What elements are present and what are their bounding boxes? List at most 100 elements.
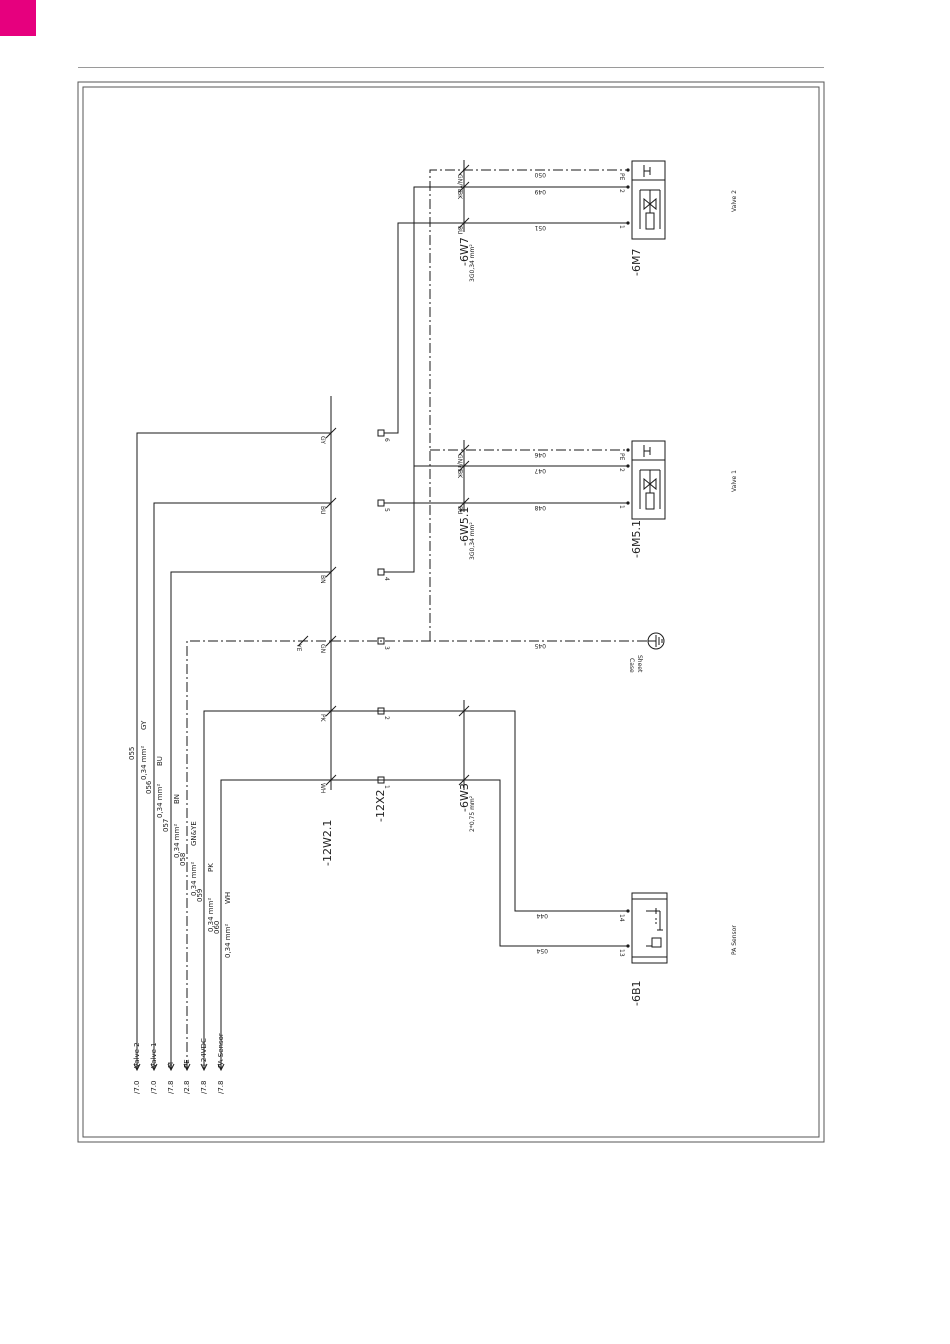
x12-pin-4: 4 [383, 577, 390, 581]
wire-cs-055: 0,34 mm² [140, 746, 148, 780]
signal-name-pa-sensor: PA Sensor [217, 1033, 225, 1068]
signal-ref-valve1: /7.0 [150, 1081, 158, 1095]
valve2-pin-2: 2 [618, 189, 625, 193]
wire-number-056: 056 [145, 780, 153, 794]
signal-line-24vdc [203, 710, 331, 1070]
wire-051 [384, 222, 628, 434]
core-6w5-bu: BU [456, 506, 463, 515]
core-6w5-gnye: GN/YE [456, 454, 463, 473]
signal-ref-24vdc: /7.8 [200, 1081, 208, 1095]
core-label-pk: PK [319, 714, 326, 723]
wire-cs-056: 0,34 mm² [156, 784, 164, 818]
connector-12x2-label: -12X2 [374, 789, 387, 822]
wire-cs-058: 0,34 mm² [190, 862, 198, 896]
wire-color-057: BN [173, 794, 181, 804]
core-6w7-bu: BU [456, 226, 463, 235]
cable-6w3-label: -6W3 [458, 783, 471, 812]
cable-6w7-label: -6W7 [458, 237, 471, 266]
signal-line-valve1 [153, 502, 331, 1070]
wire-number-050: 050 [534, 171, 546, 178]
wire-number-047: 047 [534, 467, 546, 474]
signal-line-pe [186, 640, 331, 1070]
wire-number-049: 049 [534, 188, 546, 195]
connector-12x2-pins [377, 429, 385, 784]
signal-name-valve2: Valve 2 [133, 1042, 141, 1068]
signal-name-24vdc: +24VDC [200, 1038, 208, 1068]
wire-color-058: GN&YE [190, 821, 198, 846]
wire-cs-060: 0,34 mm² [224, 924, 232, 958]
sheet-label: Sheet [636, 655, 643, 673]
core-label-bu: BU [319, 506, 326, 515]
cable-6w5-spec: 3G0,34 mm² [469, 522, 476, 560]
valve1-pin-1: 1 [618, 505, 625, 509]
wire-color-059: PK [207, 863, 215, 872]
cable-6w7-spec: 3G0,34 mm² [469, 244, 476, 282]
signal-name-valve1: Valve 1 [150, 1042, 158, 1068]
valve2-pin-1: 1 [618, 225, 625, 229]
wire-049 [413, 186, 628, 466]
wire-number-054: 054 [536, 947, 548, 954]
wire-number-048: 048 [534, 504, 546, 511]
valve-6m5-label: -6M5.1 [630, 520, 643, 558]
wire-number-059: 059 [196, 889, 204, 902]
drawing-frame-outer [77, 81, 825, 1143]
signal-line-m [170, 571, 331, 1070]
wire-cs-057: 0,34 mm² [173, 824, 181, 858]
signal-ref-valve2: /7.0 [133, 1081, 141, 1095]
x12-pin-2: 2 [383, 716, 390, 720]
valve1-title: Valve 1 [731, 470, 738, 492]
wire-number-044: 044 [536, 912, 548, 919]
signal-ref-pe: /2.8 [183, 1081, 191, 1095]
x12-pin-5: 5 [383, 508, 390, 512]
valve1-pin-2: 2 [618, 468, 625, 472]
valve-6m7-symbol [626, 160, 666, 240]
wire-number-055: 055 [128, 747, 136, 760]
ground-icon [647, 632, 665, 650]
wire-cs-059: 0,34 mm² [207, 898, 215, 932]
core-label-ye: YE [295, 643, 302, 652]
wire-number-046: 046 [534, 451, 546, 458]
core-label-bn: BN [319, 575, 326, 584]
signal-name-m: M [167, 1062, 175, 1068]
pa-sensor-symbol [626, 892, 668, 964]
valve2-title: Valve 2 [731, 190, 738, 212]
cable-12w2-label: -12W2.1 [321, 820, 334, 866]
signal-arrows [133, 1063, 225, 1072]
cable-6w3-spec: 2*0,75 mm² [469, 795, 476, 832]
wire-number-060: 060 [213, 921, 221, 934]
valve-6m5-symbol [626, 440, 666, 520]
sensor-pin-13: 13 [618, 949, 625, 957]
pa-sensor-device-label: -6B1 [630, 980, 643, 1006]
wire-color-060: WH [224, 892, 232, 904]
cable-12w2-ticks [297, 427, 337, 786]
signal-ref-m: /7.8 [167, 1081, 175, 1095]
x12-pin-3: 3 [383, 646, 390, 650]
core-label-wh: WH [319, 783, 326, 793]
signal-ref-pa-sensor: /7.8 [217, 1081, 225, 1095]
wire-number-051: 051 [534, 224, 546, 231]
signal-line-valve2 [136, 432, 331, 1070]
wire-number-058: 058 [179, 853, 187, 866]
signal-line-pa-sensor [220, 779, 331, 1070]
signal-name-pe: PE [183, 1059, 191, 1068]
core-6w7-gnye: GN/YE [456, 174, 463, 193]
wire-pin2-to-sensor14 [331, 710, 628, 912]
case-label: Case [628, 658, 635, 673]
valve-6m7-label: -6M7 [630, 249, 643, 276]
pa-sensor-title: PA Sensor [731, 925, 738, 955]
core-6w5-bk: BK [456, 470, 463, 479]
wire-number-045: 045 [534, 642, 546, 649]
wire-pin4-common [384, 466, 415, 573]
corner-color-mark [0, 0, 36, 36]
wire-050 [429, 169, 628, 641]
wire-color-056: BU [156, 756, 164, 766]
cable-6w5-label: -6W5.1 [458, 507, 471, 546]
wire-number-057: 057 [162, 819, 170, 832]
sensor-pin-14: 14 [618, 914, 625, 922]
core-label-gy: GY [319, 436, 326, 444]
header-rule [78, 67, 824, 68]
wire-color-055: GY [140, 720, 148, 730]
drawing-frame-inner [82, 86, 820, 1138]
core-label-gn: GN [319, 644, 326, 653]
